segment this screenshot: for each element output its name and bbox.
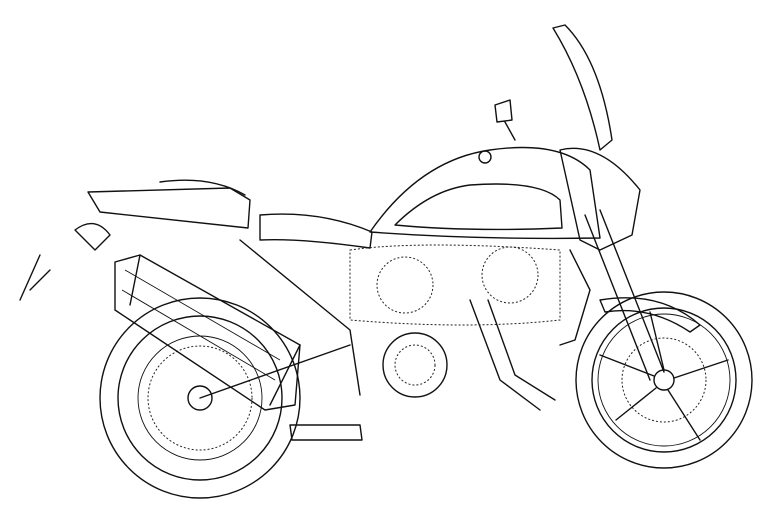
exhaust-muffler	[114, 254, 301, 411]
seat	[74, 179, 373, 251]
fuel-tank	[369, 146, 601, 240]
windshield	[494, 24, 641, 251]
front-fork	[584, 209, 701, 381]
frame	[19, 239, 591, 399]
engine	[289, 244, 561, 441]
rear-wheel	[99, 297, 301, 499]
front-wheel	[575, 291, 753, 469]
